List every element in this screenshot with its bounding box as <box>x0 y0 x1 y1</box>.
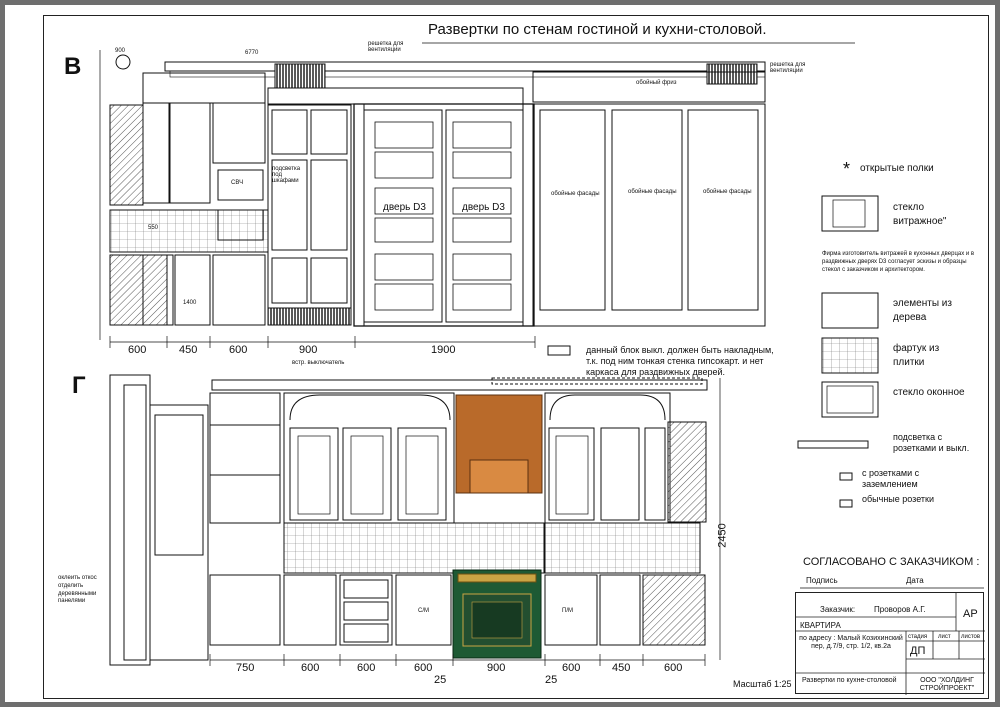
panel-label-3: обойные фасады <box>703 189 752 195</box>
client-label: Заказчик: <box>820 605 856 614</box>
legend-block-note: данный блок выкл. должен быть накладным,… <box>586 345 774 377</box>
dim-b-0: 600 <box>128 344 147 356</box>
legend-lighting: подсветка с розетками и выкл. <box>893 432 970 453</box>
title-block-grid <box>796 593 985 695</box>
dim-g-4: 900 <box>487 662 506 674</box>
panel-label-1: обойные фасады <box>551 191 600 197</box>
legend-wood: элементы из дерева <box>893 298 952 323</box>
elevation-g-label: Г <box>72 372 86 399</box>
address: по адресу : Малый Козихинский пер, д.7/9… <box>799 635 903 651</box>
legend-tile: фартук из плитки <box>893 343 940 368</box>
stage-value: ДП <box>910 645 926 657</box>
door-label-right: дверь D3 <box>462 202 505 213</box>
dim-1400: 1400 <box>183 300 197 306</box>
legend-glass-stained: стекло витражное" <box>893 202 947 227</box>
sheet-header: лист <box>938 634 951 640</box>
dim-g-7: 600 <box>664 662 683 674</box>
height-dim: 2450 <box>716 523 729 548</box>
elevation-b-span: 6770 <box>245 50 259 56</box>
vent-note-2: решетка для вентиляции <box>770 62 806 74</box>
block-note: встр. выключатель <box>292 360 345 366</box>
base-label-cm: С/М <box>418 608 429 614</box>
vent-note-1: решетка для вентиляции <box>368 41 404 53</box>
sheet-title-stamp: Развертки по кухне-столовой <box>802 677 897 684</box>
client-name: Проворов А.Г. <box>874 605 926 614</box>
cornice-label: обойный фриз <box>636 80 677 86</box>
approval-date: Дата <box>906 576 924 585</box>
sheets-header: листов <box>961 634 981 640</box>
base-label-pm: П/М <box>562 608 573 614</box>
legend-glass-window: стекло оконное <box>893 387 965 398</box>
dim-g-0: 750 <box>236 662 255 674</box>
side-note: оклеить откос отделить деревянными панел… <box>58 575 97 605</box>
dim-g-2: 600 <box>357 662 376 674</box>
drawing-frame <box>43 15 989 699</box>
legend-regular: обычные розетки <box>862 494 934 504</box>
dim-b-4: 1900 <box>431 344 456 356</box>
dim-b-1: 450 <box>179 344 198 356</box>
appliance-label: СВЧ <box>231 180 244 186</box>
asterisk-icon: * <box>843 159 851 179</box>
dim-g-3: 600 <box>414 662 433 674</box>
approval-heading: СОГЛАСОВАНО С ЗАКАЗЧИКОМ : <box>803 556 980 568</box>
legend-glass-note: Фирма изготовитель витражей в кухонных д… <box>822 251 975 273</box>
elevation-b-note-900: 900 <box>115 48 126 54</box>
dim-25-right: 25 <box>545 674 558 686</box>
sheet-title: Развертки по стенам гостиной и кухни-сто… <box>428 21 767 38</box>
stage-header: стадия <box>908 634 928 640</box>
dim-g-5: 600 <box>562 662 581 674</box>
title-block: Заказчик: Проворов А.Г. АР КВАРТИРА по а… <box>795 592 985 695</box>
legend-grounded: с розетками с заземлением <box>862 468 920 489</box>
approval-sign: Подпись <box>806 576 838 585</box>
elevation-b-label: В <box>64 53 82 80</box>
dim-g-1: 600 <box>301 662 320 674</box>
dim-550: 550 <box>148 225 159 231</box>
panel-label-2: обойные фасады <box>628 189 677 195</box>
project-code: АР <box>963 608 978 620</box>
legend-open-shelves: открытые полки <box>860 163 934 174</box>
door-label-left: дверь D3 <box>383 202 426 213</box>
object-name: КВАРТИРА <box>800 621 841 630</box>
dim-25-left: 25 <box>434 674 447 686</box>
dim-b-3: 900 <box>299 344 318 356</box>
dim-g-6: 450 <box>612 662 631 674</box>
wall-note: подсветка под шкафами <box>272 166 301 184</box>
dim-b-2: 600 <box>229 344 248 356</box>
scale-label: Масштаб 1:25 <box>733 679 792 689</box>
company-name: ООО "ХОЛДИНГ СТРОЙПРОЕКТ" <box>919 677 975 693</box>
